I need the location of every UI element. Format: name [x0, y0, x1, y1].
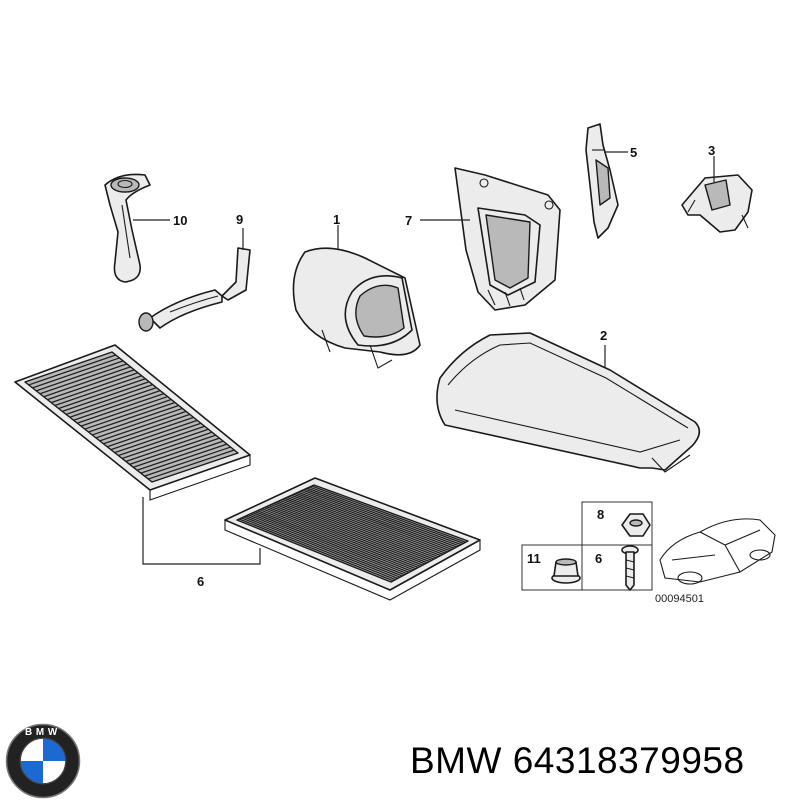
car-thumbnail — [659, 518, 776, 585]
filter-pleat — [103, 413, 191, 445]
callout-6: 6 — [197, 574, 204, 589]
brand-part-text: BMW 64318379958 — [410, 740, 745, 782]
callout-7: 7 — [405, 213, 412, 228]
filter-pleat — [106, 416, 194, 448]
filter-pleat — [92, 404, 179, 436]
filter-pleat — [277, 500, 432, 561]
callout-1: 1 — [333, 212, 340, 227]
filter-pleat — [144, 446, 231, 477]
part-9-bracket — [138, 247, 251, 332]
filter-pleat — [73, 390, 161, 421]
filter-pleat — [80, 395, 168, 427]
part-number: 64318379958 — [512, 740, 745, 781]
part-7-duct — [454, 167, 561, 311]
filter-pleat — [288, 495, 444, 555]
filter-pleat — [136, 440, 224, 471]
brand-row: BMW BMW 64318379958 — [0, 720, 800, 800]
filter-pleat — [252, 512, 408, 575]
filter-pleat — [309, 486, 464, 545]
inset-label-11: 11 — [527, 551, 541, 566]
filter-pleat — [239, 518, 394, 582]
filter-pleat — [284, 497, 439, 558]
filter-pleat — [300, 490, 455, 549]
part-3-clamp — [681, 174, 753, 233]
filter-pleat — [50, 372, 139, 404]
filter-pleat — [311, 485, 466, 543]
filter-pleat — [54, 375, 142, 407]
filter-pleat — [259, 509, 414, 571]
filter-pleat — [279, 499, 435, 560]
filter-pleat — [304, 488, 460, 547]
filter-pleat — [110, 419, 198, 451]
callout-3: 3 — [708, 143, 715, 158]
filter-pleat — [69, 387, 157, 418]
filter-pleat — [118, 425, 205, 457]
filter-pleat — [286, 496, 442, 557]
filter-pleat — [121, 428, 209, 460]
filter-pleat — [39, 363, 128, 395]
filter-pleat — [32, 357, 120, 389]
inset-label-8: 8 — [597, 507, 604, 522]
filter-pleat — [62, 381, 150, 413]
filter-pleat — [84, 398, 172, 430]
filter-pleat — [257, 510, 412, 572]
diagram-reference-number: 00094501 — [655, 593, 704, 605]
filter-pleat — [263, 507, 419, 569]
filter-pleat — [95, 407, 183, 439]
filter-pleat — [133, 437, 220, 468]
filter-pleat — [140, 443, 228, 474]
filter-pleat — [268, 504, 423, 566]
filter-pleat — [114, 422, 202, 454]
filter-pleat — [275, 501, 430, 563]
filter-pleat — [47, 369, 135, 401]
filter-pleat — [295, 492, 451, 552]
filter-pleat — [129, 434, 216, 465]
callout-2: 2 — [600, 328, 607, 343]
part-1-housing — [292, 247, 421, 369]
filter-pleat — [254, 511, 410, 573]
filter-pleat — [77, 392, 165, 424]
svg-text:BMW: BMW — [25, 727, 61, 738]
filter-pleat — [245, 515, 401, 578]
filter-pleat — [306, 487, 462, 546]
filter-pleat — [282, 498, 437, 559]
filter-pleat — [248, 514, 403, 577]
filter-pleat — [291, 494, 446, 554]
callout-9: 9 — [236, 212, 243, 227]
part-5-clip — [585, 123, 619, 239]
fastener-inset: 8 11 6 — [521, 501, 653, 591]
part-6-filter-a — [14, 344, 251, 501]
filter-pleat — [297, 491, 453, 551]
callout-5: 5 — [630, 145, 637, 160]
filter-pleat — [302, 489, 457, 548]
filter-pleat — [58, 378, 146, 410]
filter-pleat — [261, 508, 417, 570]
part-10-pipe — [104, 173, 151, 283]
bmw-logo: BMW — [5, 723, 81, 799]
filter-pleat — [125, 431, 213, 463]
filter-pleat — [148, 449, 235, 480]
filter-pleat — [270, 503, 426, 565]
filter-pleat — [250, 513, 405, 576]
filter-pleat — [241, 517, 396, 581]
filter-pleat — [65, 384, 153, 415]
filter-pleat — [28, 354, 116, 386]
filter-pleat — [273, 502, 428, 564]
filter-pleat — [88, 401, 176, 433]
brand-name: BMW — [410, 740, 502, 781]
part-6-filter-b — [224, 477, 481, 601]
filter-pleat — [293, 493, 448, 553]
filter-pleat — [266, 506, 421, 567]
filter-pleat — [99, 410, 187, 442]
filter-pleat — [35, 360, 124, 392]
filter-pleat — [43, 366, 131, 398]
part-2-cover — [436, 332, 701, 473]
inset-label-6: 6 — [595, 551, 602, 566]
filter-pleat — [243, 516, 399, 579]
callout-10: 10 — [173, 213, 187, 228]
leader-6 — [142, 497, 261, 565]
